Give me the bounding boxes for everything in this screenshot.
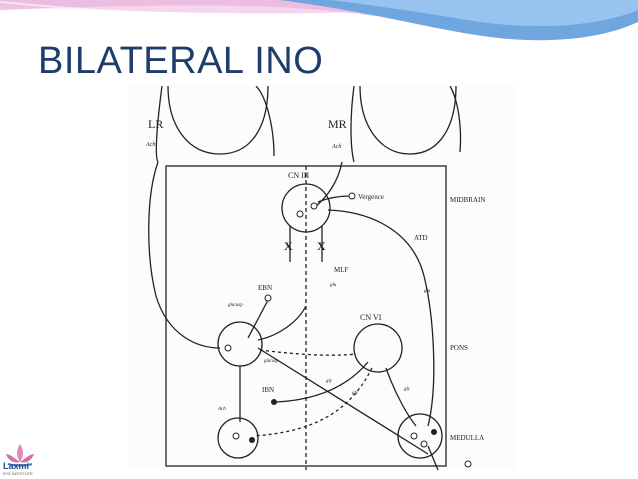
- abducens-left-nucleus: [217, 321, 263, 367]
- label-gly-c: gly: [404, 387, 411, 392]
- label-medulla: MEDULLA: [450, 434, 484, 442]
- label-atd: ATD: [414, 234, 428, 242]
- label-midbrain: MIDBRAIN: [450, 196, 485, 204]
- cn6-to-ibn: [275, 361, 369, 403]
- atd-path: [327, 209, 435, 427]
- cn3-nucleus: [281, 183, 331, 233]
- label-glu-mlf: glu: [330, 283, 337, 288]
- left-nucleus-terminal: [224, 344, 232, 352]
- top-banner-decoration: [0, 0, 638, 41]
- label-gly-b: gly: [352, 391, 359, 396]
- left-eye-lid: [255, 85, 275, 157]
- ibn-dot: [271, 399, 277, 405]
- cn3-terminal-a: [296, 210, 304, 218]
- label-lr: LR: [148, 117, 163, 131]
- label-cn3: CN III: [288, 171, 309, 180]
- logo-name: Laxmi: [3, 461, 30, 471]
- medulla-right-terminal-b: [420, 440, 428, 448]
- vergence-path: [317, 195, 351, 203]
- right-eye-lid: [449, 85, 462, 153]
- slide-title: BILATERAL INO: [38, 40, 324, 82]
- label-mlf: MLF: [334, 266, 349, 274]
- medulla-left-terminal: [232, 432, 240, 440]
- vergence-terminal: [348, 192, 356, 200]
- label-glu-asp-lower: glu/asp: [264, 359, 279, 364]
- label-pons: PONS: [450, 344, 468, 352]
- label-ach-mr: Ach: [331, 144, 341, 150]
- label-ebn: EBN: [258, 284, 272, 292]
- ebn-terminal: [264, 294, 272, 302]
- label-ach-bottom: Ach: [217, 407, 226, 412]
- left-to-cn6: [259, 349, 357, 356]
- lr-nerve: [148, 161, 221, 349]
- left-eye-outline: [167, 85, 269, 155]
- cn6-nucleus: [353, 323, 403, 373]
- medulla-left-nucleus: [217, 417, 259, 459]
- left-eye-outer: [155, 85, 163, 163]
- medulla-right-output: [427, 445, 439, 471]
- bilateral-ino-diagram: LR MR Ach Ach CN III Vergence MIDBRAIN A…: [128, 85, 516, 471]
- ebn-path: [247, 299, 269, 339]
- label-glu-atd: glu: [424, 289, 431, 294]
- label-cn6: CN VI: [360, 313, 382, 322]
- label-mr: MR: [328, 117, 347, 131]
- label-vergence: Vergence: [358, 193, 384, 201]
- medulla-right-nucleus: [397, 413, 443, 459]
- right-eye-outline: [359, 85, 457, 155]
- label-gly-a: gly: [326, 379, 333, 384]
- label-glu-asp: glu/asp: [228, 303, 243, 308]
- cn3-terminal-b: [310, 202, 318, 210]
- lesion-left-x: X: [284, 239, 293, 253]
- mr-nerve: [313, 161, 343, 209]
- lesion-right-x: X: [317, 239, 326, 253]
- label-ibn: IBN: [262, 386, 274, 394]
- laxmi-logo-icon: [6, 444, 34, 467]
- right-eye-outer: [350, 85, 355, 163]
- cn6-to-medulla-right: [385, 367, 417, 427]
- mlf-descend: [257, 305, 307, 341]
- medulla-right-dot: [431, 429, 437, 435]
- crossing-fiber: [257, 347, 429, 455]
- label-ach-lr: Ach: [145, 142, 155, 148]
- medulla-left-dot: [249, 437, 255, 443]
- logo-tagline: EYE INSTITUTE: [3, 471, 33, 476]
- medulla-right-terminal-a: [410, 432, 418, 440]
- bottom-terminal: [464, 460, 472, 468]
- pathway-diagram-svg: LR MR Ach Ach CN III Vergence MIDBRAIN A…: [145, 85, 485, 471]
